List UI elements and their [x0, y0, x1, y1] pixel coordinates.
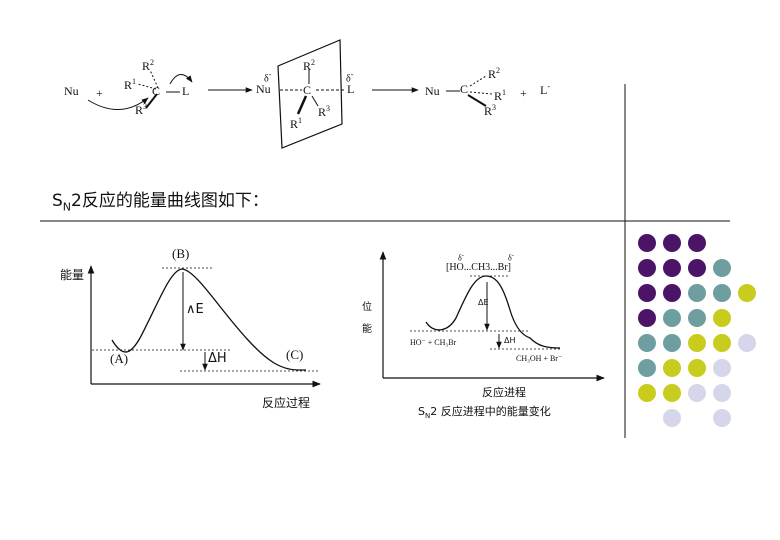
leaving-group-arrow [169, 74, 193, 85]
right-chart-caption: SN2 反应进程中的能量变化 [418, 405, 551, 421]
reactant-l: L [182, 84, 190, 98]
label-delta-h: ΔH [208, 351, 227, 366]
product-r3: R3 [484, 103, 497, 118]
ts-delta-minus-right: δ- [508, 252, 514, 263]
product-l: L- [540, 82, 551, 97]
product-r1: R1 [494, 88, 507, 103]
decorative-dot [713, 259, 731, 277]
label-b: (B) [172, 246, 190, 261]
decorative-dot [663, 234, 681, 252]
decorative-dot [688, 234, 706, 252]
ts-bond-c-r1 [296, 95, 308, 115]
decorative-dot [663, 384, 681, 402]
reactant-r2: R2 [142, 58, 155, 73]
ts-delta-minus-left: δ- [458, 252, 464, 263]
right-energy-curve [425, 275, 561, 349]
plus-sign-1: + [96, 86, 103, 100]
sn2-heading: SN2反应的能量曲线图如下： [52, 191, 269, 214]
ts-bond-c-r3 [311, 95, 319, 107]
ts-r2: R2 [303, 58, 316, 73]
transition-state-formula: [HO...CH3...Br] [446, 262, 511, 273]
decorative-dot [713, 384, 731, 402]
right-y-axis-label-2: 能 [362, 324, 372, 335]
ts-r3: R3 [318, 104, 331, 119]
decorative-dot [663, 409, 681, 427]
decorative-dot [638, 259, 656, 277]
products-label: CH₃OH + Br⁻ [516, 354, 563, 363]
decorative-dot [638, 334, 656, 352]
left-energy-curve [111, 268, 306, 371]
reactant-r3: R3 [135, 102, 148, 117]
decorative-dot [638, 309, 656, 327]
reactants-label: HO⁻ + CH₃Br [410, 338, 457, 347]
prod-bond-c-r1 [469, 91, 493, 95]
ts-r1: R1 [290, 116, 303, 131]
left-x-axis-label: 反应过程 [262, 396, 311, 410]
transition-plane [277, 39, 343, 149]
bond-c-r3 [145, 93, 158, 109]
reactant-nu: Nu [64, 84, 79, 98]
ts-nu: Nu [256, 82, 271, 96]
reactant-r1: R1 [124, 77, 137, 92]
ts-delta-right: δ- [346, 70, 354, 85]
decorative-dot [638, 234, 656, 252]
decorative-dot [688, 259, 706, 277]
bond-c-r1 [137, 83, 157, 90]
left-y-axis-label: 能量 [60, 268, 85, 282]
decorative-dot [663, 309, 681, 327]
decorative-dot [713, 359, 731, 377]
plus-sign-2: + [520, 86, 527, 100]
decorative-dot [638, 384, 656, 402]
nucleophile-attack-arrow [87, 97, 149, 110]
decorative-dot [663, 259, 681, 277]
decorative-dot [713, 334, 731, 352]
product-r2: R2 [488, 66, 501, 81]
prod-bond-c-r2 [469, 75, 487, 87]
ts-l: L [347, 82, 355, 96]
right-y-axis-label-1: 位 [362, 302, 372, 313]
decorative-dot [663, 334, 681, 352]
prod-bond-c-r3 [467, 94, 487, 107]
decorative-dot [663, 284, 681, 302]
decorative-dot [738, 284, 756, 302]
decorative-dot [713, 409, 731, 427]
decorative-dot [688, 284, 706, 302]
bond-c-r2 [149, 69, 159, 89]
ts-c: C [303, 83, 312, 97]
label-a: (A) [110, 351, 129, 366]
decorative-dot [713, 284, 731, 302]
decorative-dot [663, 359, 681, 377]
decorative-dot [688, 384, 706, 402]
label-c: (C) [286, 347, 304, 362]
right-x-axis-label: 反应进程 [482, 386, 526, 399]
label-activation-e: ∧E [186, 302, 204, 317]
decorative-dot [688, 334, 706, 352]
product-nu: Nu [425, 84, 440, 98]
decorative-dot [713, 309, 731, 327]
reactant-c: C [152, 84, 161, 98]
product-c: C [460, 82, 469, 96]
decorative-dot [738, 334, 756, 352]
decorative-dot [688, 309, 706, 327]
ts-delta-left: δ- [264, 70, 272, 85]
decorative-dot [688, 359, 706, 377]
decorative-dot [638, 284, 656, 302]
decorative-dot [638, 359, 656, 377]
right-dh-label: ΔH [504, 336, 516, 345]
right-activation-label: ΔE [478, 298, 489, 307]
